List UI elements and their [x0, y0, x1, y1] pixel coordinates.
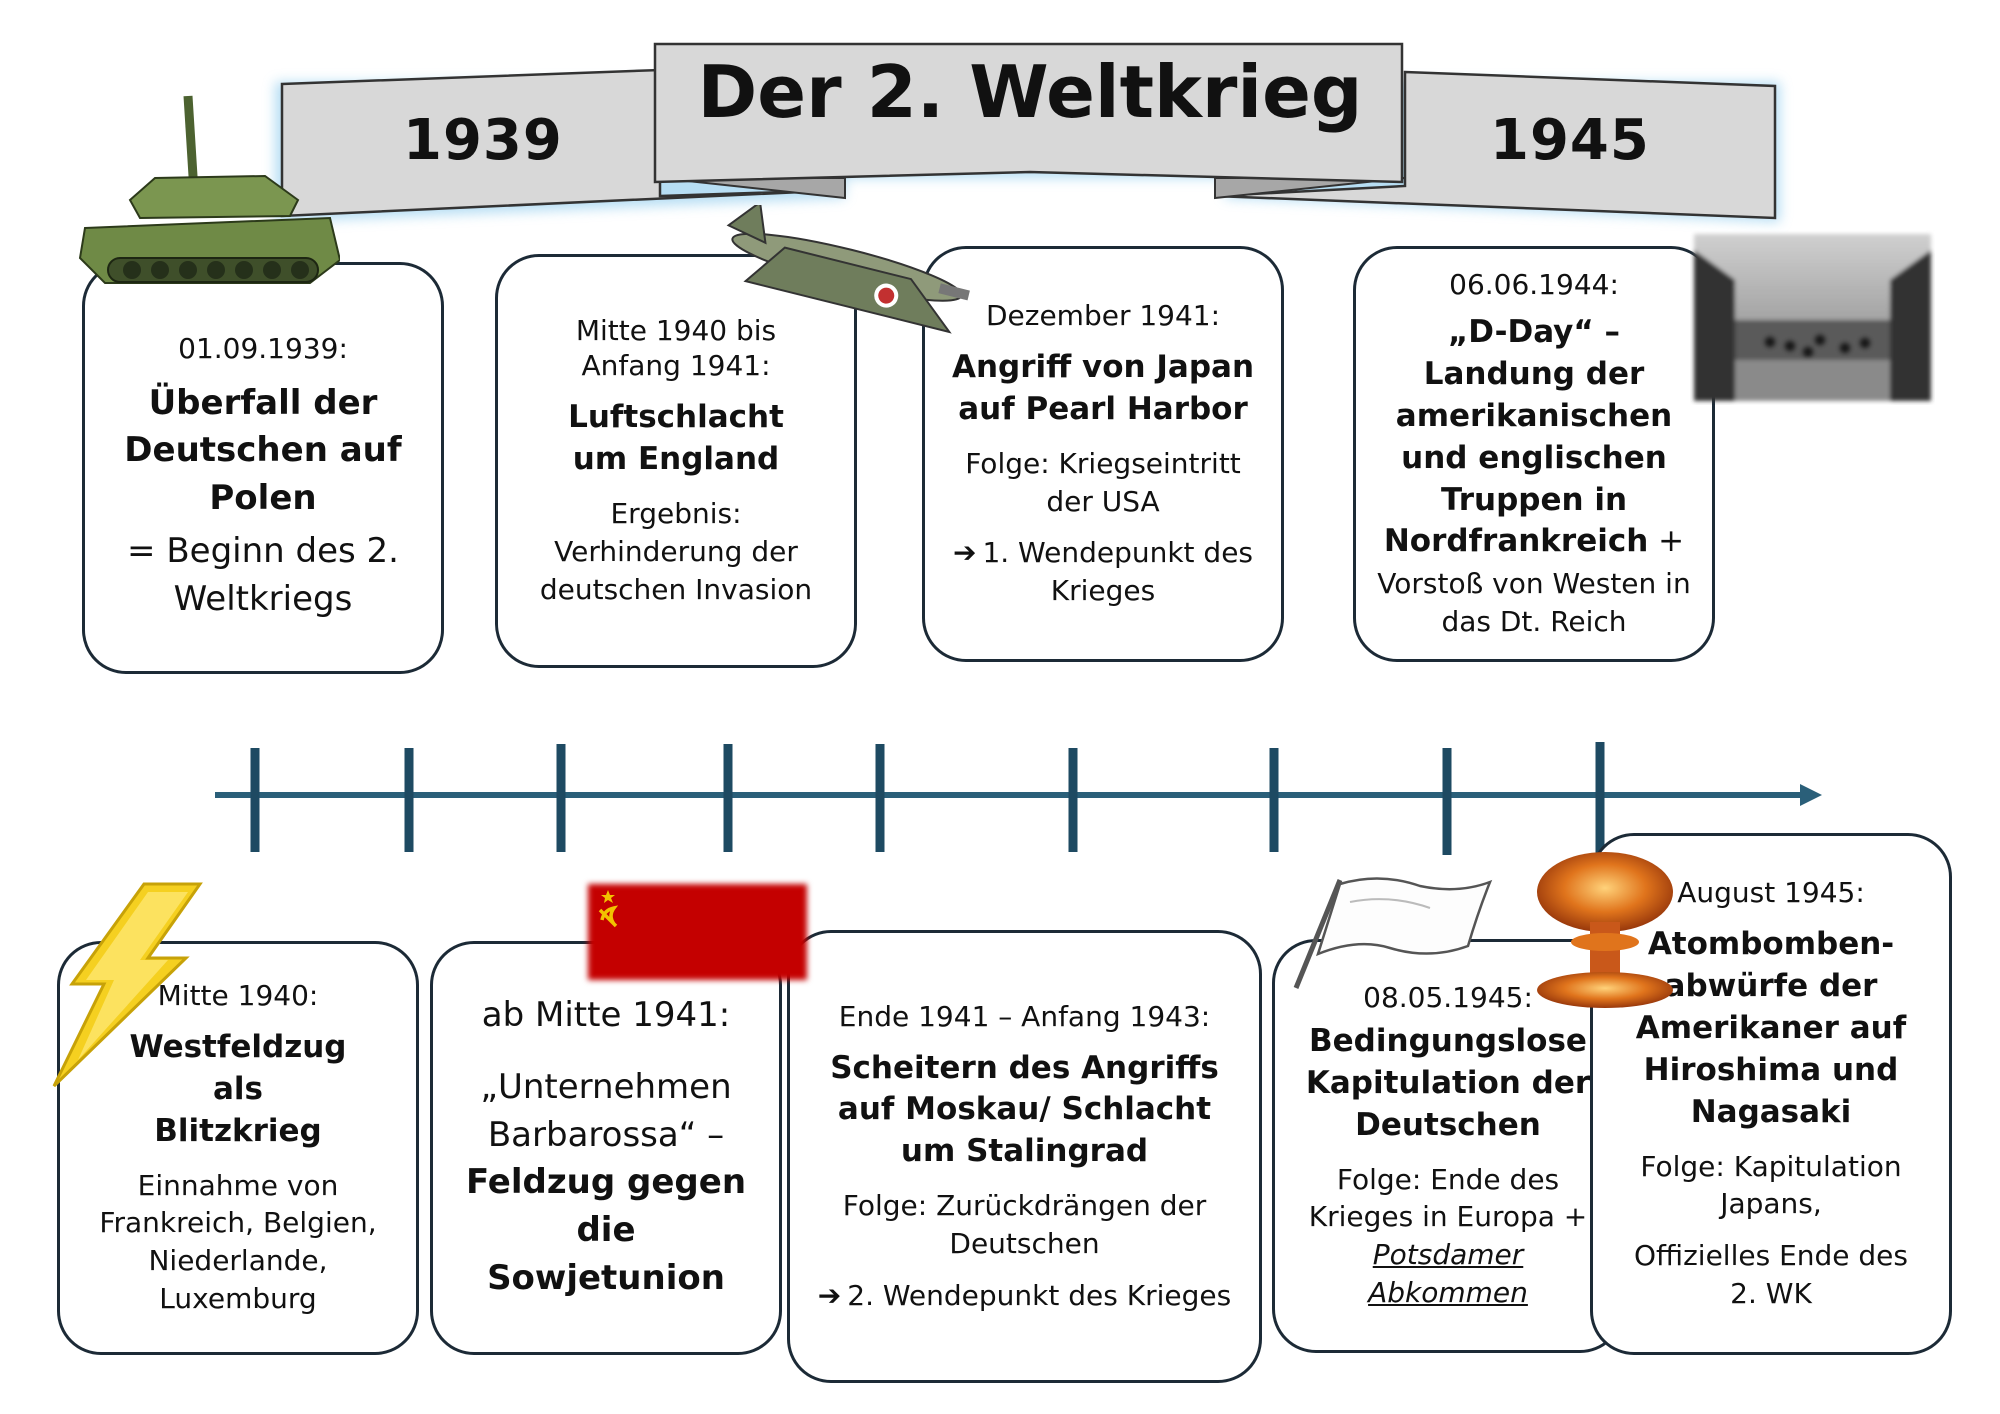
- event-date: 01.09.1939:: [178, 331, 348, 365]
- banner-right-wing: [1214, 70, 1777, 220]
- arrow-right-icon: ➔: [817, 1278, 842, 1312]
- event-date: 08.05.1945:: [1363, 981, 1533, 1015]
- event-text: Einnahme von Frankreich, Belgien, Nieder…: [99, 1168, 377, 1316]
- event-date: ab Mitte 1941:: [481, 994, 731, 1035]
- event-headline: Scheitern des Angriffs auf Moskau/ Schla…: [830, 1049, 1219, 1170]
- event-date: Mitte 1940:: [157, 979, 319, 1013]
- event-headline: Westfeldzug als Blitzkrieg: [129, 1029, 347, 1149]
- event-text: Vorstoß von Westen in das Dt. Reich: [1377, 567, 1691, 639]
- event-date: 06.06.1944:: [1449, 268, 1619, 302]
- year-start: 1939: [403, 108, 563, 173]
- title-banner: [275, 42, 1780, 222]
- event-headline: Überfall der Deutschen auf Polen: [124, 382, 402, 518]
- event-headline: Bedingungslose Kapitulation der Deutsche…: [1305, 1023, 1591, 1143]
- event-text: „Unternehmen Barbarossa“ –: [480, 1067, 732, 1155]
- banner-center-panel: [653, 42, 1404, 184]
- landing-craft-photo: [1694, 234, 1931, 401]
- event-card-1940-britain: Mitte 1940 bis Anfang 1941: Luftschlacht…: [495, 254, 857, 668]
- event-text: Folge: Ende des Krieges in Europa +: [1308, 1162, 1588, 1234]
- event-headline: Luftschlacht um England: [568, 399, 784, 478]
- event-headline: Atombomben-abwürfe der Amerikaner auf Hi…: [1635, 926, 1907, 1130]
- event-headline: Angriff von Japan auf Pearl Harbor: [951, 349, 1255, 427]
- event-text: Folge: Zurückdrängen der Deutschen: [842, 1189, 1207, 1260]
- event-headline: „D-Day“ – Landung der amerikanischen und…: [1383, 314, 1685, 560]
- event-card-1945-atomic-bombs: August 1945: Atombomben-abwürfe der Amer…: [1590, 833, 1952, 1355]
- event-card-1945-capitulation: 08.05.1945: Bedingungslose Kapitulation …: [1272, 939, 1624, 1353]
- spitfire-plane-icon: [726, 205, 970, 334]
- potsdam-link[interactable]: Potsdamer Abkommen: [1368, 1238, 1528, 1310]
- event-headline: Feldzug gegen die Sowjetunion: [465, 1162, 747, 1298]
- event-card-1940-west: Mitte 1940: Westfeldzug als Blitzkrieg E…: [57, 941, 419, 1355]
- event-text: Folge: Kriegseintritt der USA: [965, 446, 1241, 518]
- soviet-flag-icon: [588, 884, 807, 980]
- event-text: = Beginn des 2. Weltkriegs: [127, 531, 399, 619]
- event-card-1941-barbarossa: ab Mitte 1941: „Unternehmen Barbarossa“ …: [430, 941, 782, 1355]
- event-text: Ergebnis: Verhinderung der deutschen Inv…: [539, 497, 813, 606]
- event-text: Folge: Kapitulation Japans,: [1640, 1149, 1902, 1221]
- event-card-1944-d-day: 06.06.1944: „D-Day“ – Landung der amerik…: [1353, 246, 1715, 662]
- event-note: ➔2. Wendepunkt des Krieges: [817, 1278, 1232, 1312]
- event-note: ➔1. Wendepunkt des Krieges: [952, 536, 1254, 608]
- year-end: 1945: [1490, 108, 1650, 173]
- event-card-1941-pearl-harbor: Dezember 1941: Angriff von Japan auf Pea…: [922, 246, 1284, 662]
- event-text-2: Offizielles Ende des 2. WK: [1633, 1239, 1908, 1310]
- event-date: Dezember 1941:: [985, 299, 1221, 333]
- arrow-right-icon: ➔: [952, 536, 977, 570]
- event-date: Mitte 1940 bis Anfang 1941:: [575, 314, 777, 383]
- event-date: Ende 1941 – Anfang 1943:: [838, 999, 1211, 1033]
- event-card-1943-stalingrad: Ende 1941 – Anfang 1943: Scheitern des A…: [787, 930, 1262, 1383]
- lightning-bolt-icon: [52, 882, 203, 1088]
- white-flag-icon: [1293, 877, 1493, 989]
- event-date: August 1945:: [1677, 876, 1865, 910]
- tank-icon: [78, 95, 340, 284]
- mushroom-cloud-icon: [1537, 852, 1673, 1008]
- event-card-1939-poland: 01.09.1939: Überfall der Deutschen auf P…: [82, 262, 444, 674]
- page-title: Der 2. Weltkrieg: [697, 50, 1363, 134]
